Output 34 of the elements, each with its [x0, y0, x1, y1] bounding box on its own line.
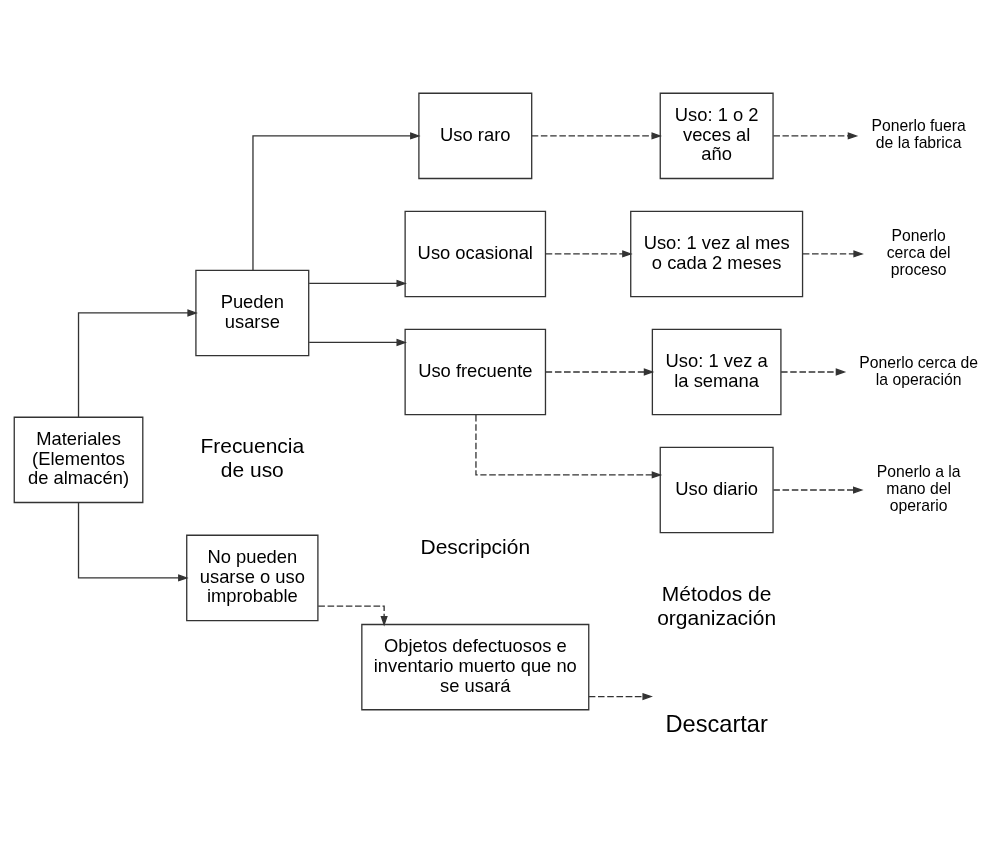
arrow: [308, 338, 407, 347]
node-text: Ponerlo a la mano del operario: [876, 463, 961, 515]
node-box: Pueden usarse: [194, 269, 309, 357]
node-text: Ponerlo cerca del proceso: [886, 226, 951, 279]
arrow: [544, 368, 654, 376]
node-box: Materiales (Elementos de almacén): [13, 416, 143, 504]
arrow: [251, 132, 421, 271]
node-box: No pueden usarse o uso improbable: [185, 534, 319, 622]
arrow: [317, 605, 388, 627]
arrow: [308, 279, 407, 288]
node-box: Uso diario: [659, 446, 774, 534]
node-box: Objetos defectuosos e inventario muerto que no se usará: [360, 623, 589, 711]
node-box: Uso frecuente: [403, 328, 546, 416]
arrow: [779, 368, 846, 376]
node-text: Ponerlo cerca de la operación: [858, 353, 978, 388]
label: Descripción: [420, 535, 530, 559]
arrow: [587, 692, 653, 701]
arrow: [801, 250, 864, 258]
node-box: Uso ocasional: [403, 210, 546, 298]
node-text: Descartar: [665, 710, 768, 737]
node-box: Uso: 1 vez a la semana: [651, 328, 782, 416]
arrow: [474, 414, 662, 479]
arrow: [772, 132, 858, 140]
node-box: Uso: 1 vez al mes o cada 2 meses: [629, 210, 803, 298]
label: Métodos de organización: [656, 582, 776, 629]
node-text: Ponerlo fuera de la fabrica: [870, 117, 966, 152]
arrow: [77, 502, 189, 582]
node-box: Uso: 1 o 2 veces al año: [659, 92, 774, 180]
arrow: [544, 250, 633, 258]
arrow: [530, 132, 662, 140]
label: Frecuencia de uso: [199, 434, 304, 481]
arrow: [772, 486, 864, 494]
node-box: Uso raro: [417, 92, 532, 180]
arrow: [77, 309, 198, 418]
